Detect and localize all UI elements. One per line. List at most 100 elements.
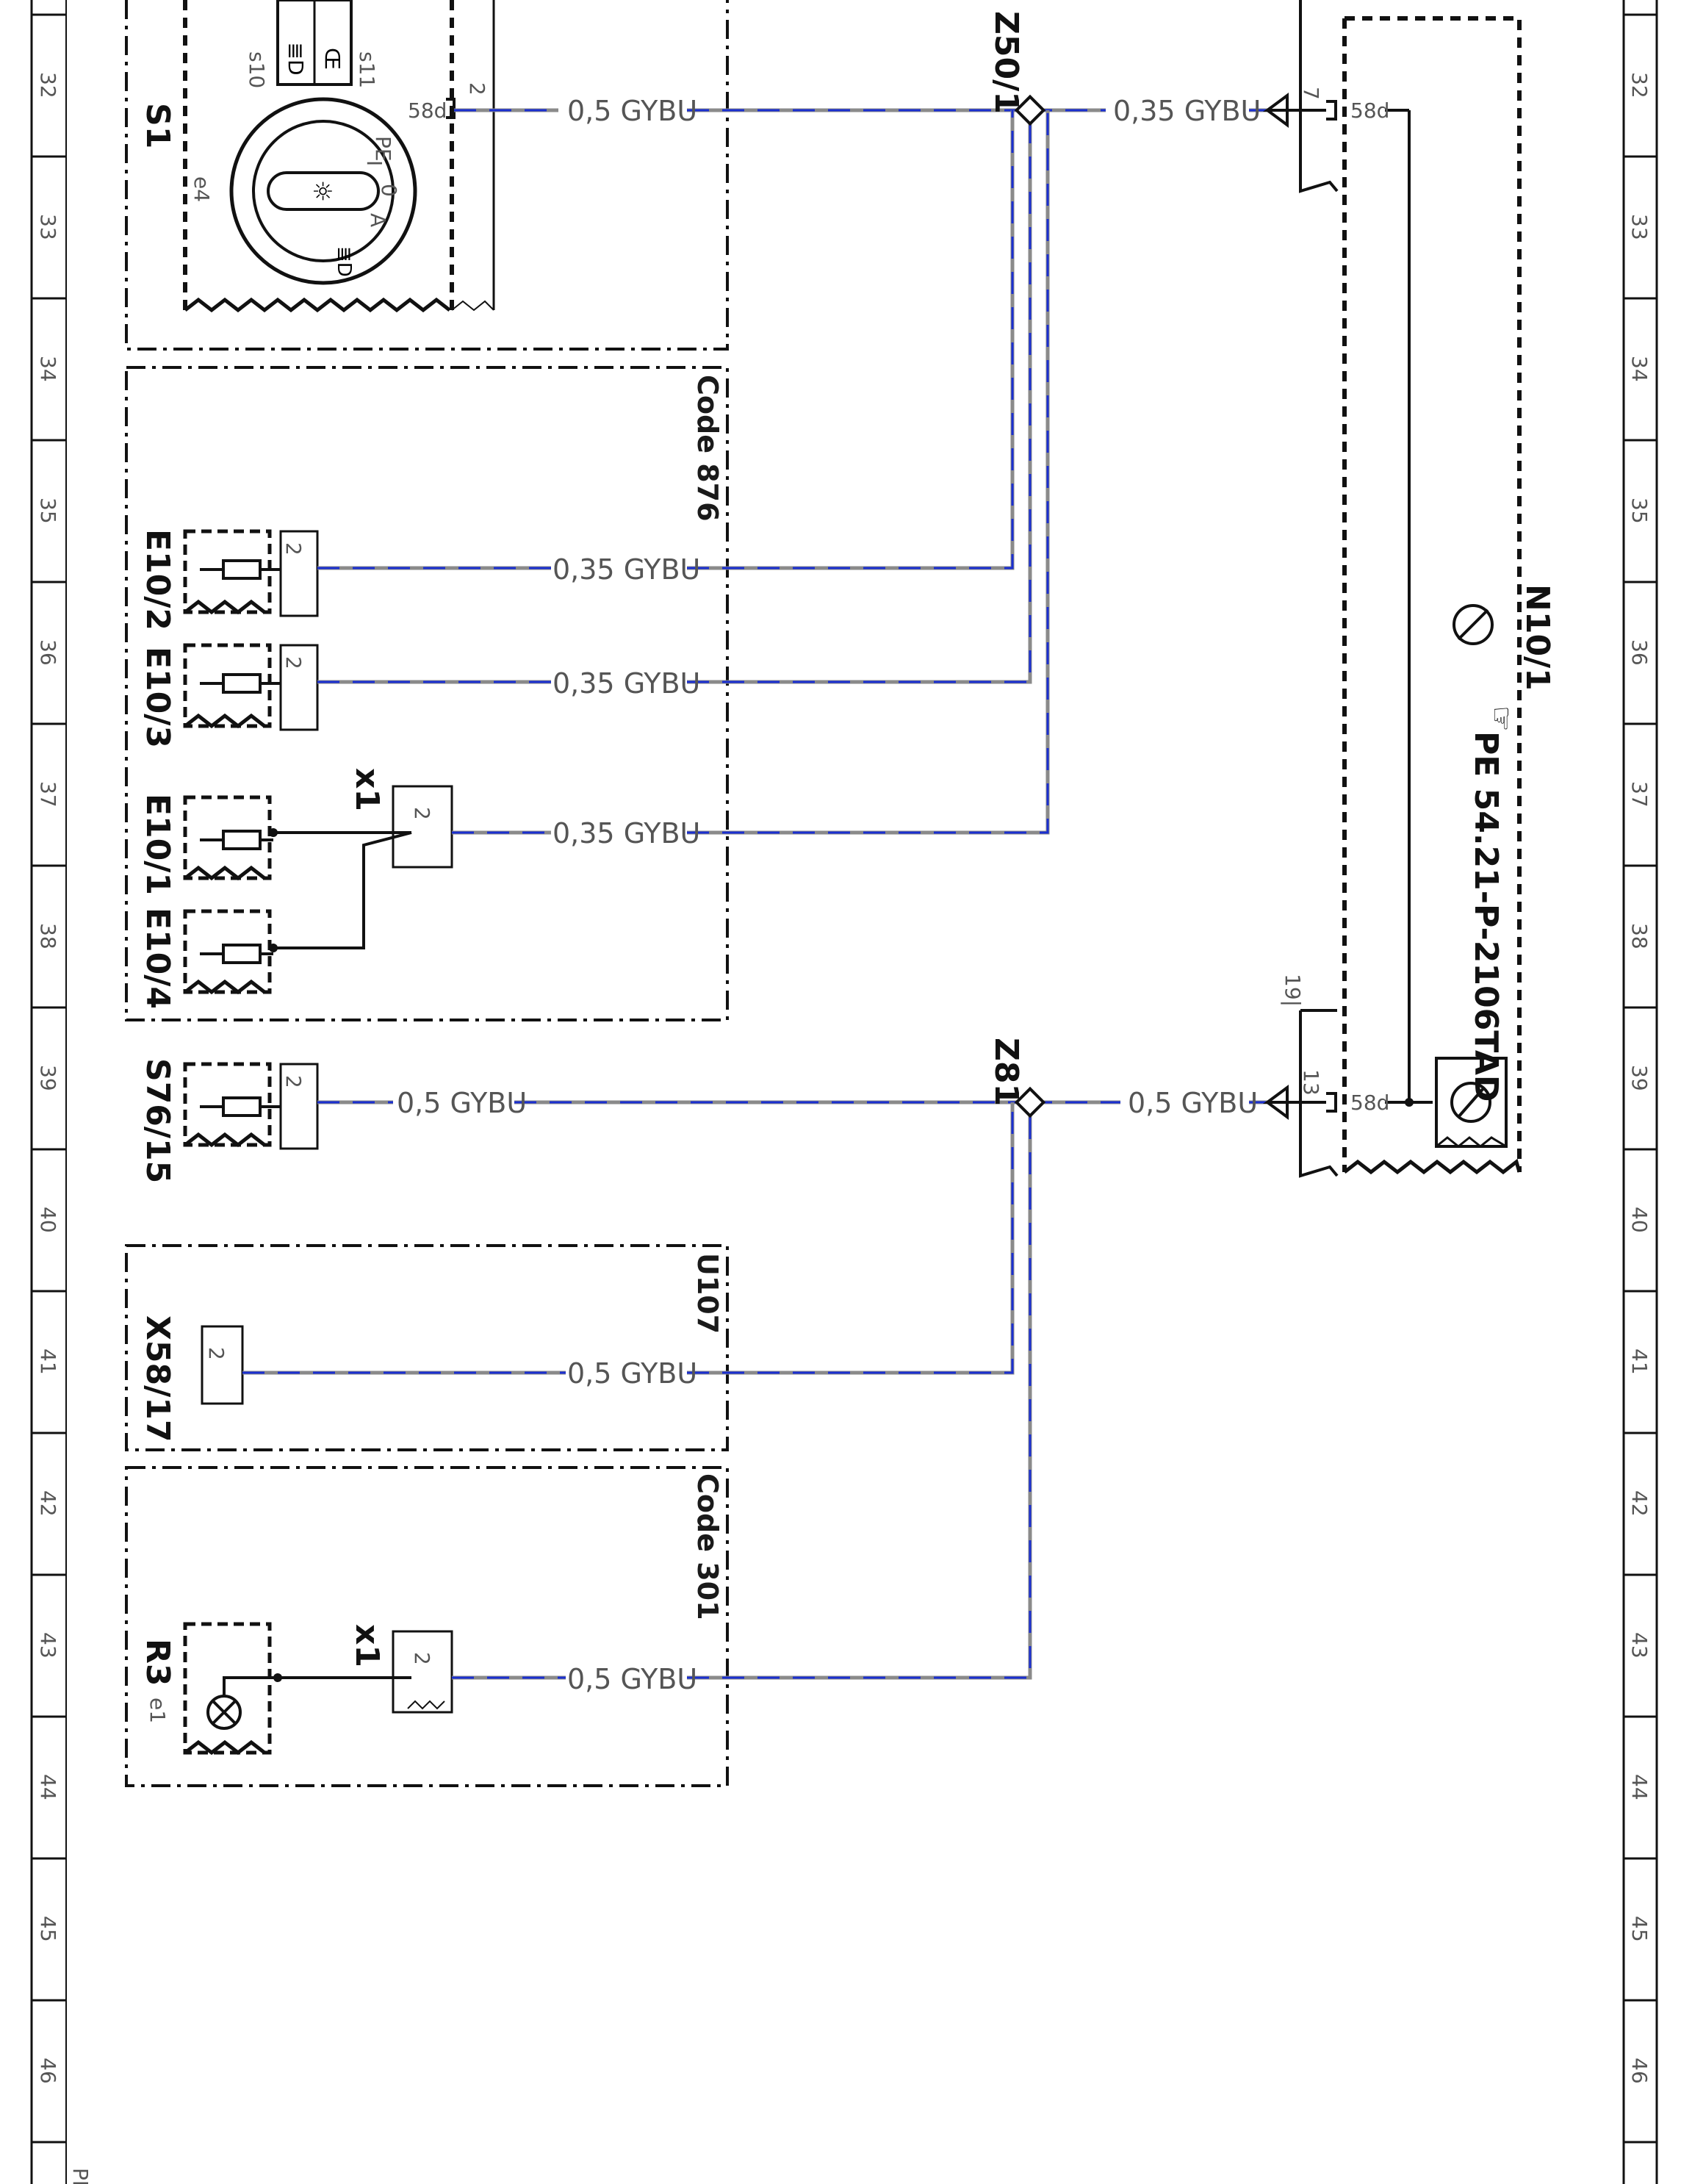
z81-splice — [1014, 1086, 1046, 1118]
code-876-label: Code 876 — [691, 375, 724, 522]
r3-label: R3 — [139, 1639, 176, 1687]
row-number: 35 — [1627, 497, 1652, 524]
wire-label-e10-3: 0,35 GYBU — [552, 667, 700, 700]
right-ruler — [1622, 0, 1658, 2184]
e10-2-label: E10/2 — [139, 529, 176, 631]
row-number: 42 — [1627, 1490, 1652, 1517]
left-ruler — [30, 0, 67, 2184]
s1-pin-2: 2 — [465, 82, 489, 96]
row-number: 43 — [1627, 1632, 1652, 1659]
wire-color-stripe — [317, 110, 1014, 570]
row-number: 39 — [1627, 1065, 1652, 1091]
n10-pin-19: 19| — [1281, 974, 1305, 1007]
r3-sub-label: e1 — [145, 1698, 170, 1723]
switch-pos-0: 0 — [377, 184, 401, 197]
fog-rear-icon: Œ — [320, 48, 345, 70]
transistor-icon-upper — [1453, 604, 1494, 645]
wire — [317, 110, 1015, 570]
wire-label-e10-2: 0,35 GYBU — [552, 553, 700, 586]
wire-label-s76: 0,5 GYBU — [397, 1087, 527, 1119]
row-number: 36 — [1627, 639, 1652, 666]
e10-2-lamp-unit — [183, 529, 281, 615]
wire-labels: 0,5 GYBU 0,35 GYBU 0,35 GYBU 0,35 GYBU 0… — [397, 95, 1261, 1695]
n10-term-13: 58d — [1350, 1091, 1389, 1115]
e10-1-e10-4-bridge — [273, 831, 412, 949]
x58-pin: 2 — [204, 1347, 228, 1360]
row-number: 41 — [1627, 1348, 1652, 1375]
fog-front-icon: ≣D — [284, 42, 308, 75]
row-number: 44 — [1627, 1774, 1652, 1800]
row-number: 41 — [36, 1348, 60, 1375]
row-number: 32 — [1627, 72, 1652, 98]
x1-bottom-pin: 2 — [410, 1652, 434, 1665]
transistor-icon-lower — [1435, 1057, 1508, 1148]
row-number: 42 — [36, 1490, 60, 1517]
e10-4-lamp-unit — [183, 909, 273, 995]
code-301-label: Code 301 — [691, 1473, 724, 1620]
row-number: 40 — [36, 1207, 60, 1233]
wire-label-n10-top: 0,35 GYBU — [1113, 95, 1261, 127]
e10-1-label: E10/1 — [139, 794, 176, 895]
hand-pointer-icon: ☞ — [1484, 705, 1518, 732]
row-number: 40 — [1627, 1207, 1652, 1233]
s1-sub-s10: s10 — [245, 51, 269, 88]
s1-label: S1 — [139, 103, 176, 148]
connector-boxes — [201, 530, 453, 1714]
group-frames — [125, 0, 729, 1787]
x1-bottom-label: x1 — [348, 1624, 386, 1667]
x1-bottom-zig — [407, 1700, 445, 1710]
row-number: 44 — [36, 1774, 60, 1800]
e10-4-label: E10/4 — [139, 908, 176, 1009]
wire — [317, 110, 1032, 684]
row-number: 39 — [36, 1065, 60, 1091]
row-number: 32 — [36, 72, 60, 98]
e10-3-pin: 2 — [281, 656, 306, 669]
wire-label-r3: 0,5 GYBU — [567, 1663, 697, 1695]
e10-1-lamp-unit — [183, 795, 273, 881]
e10-3-lamp-unit — [183, 643, 281, 729]
z50-1-splice — [1014, 94, 1046, 126]
s1-sun-icon: ☼ — [307, 180, 336, 202]
row-number: 34 — [1627, 356, 1652, 382]
e10-3-label: E10/3 — [139, 647, 176, 748]
n10-pin-13: 13 — [1299, 1069, 1323, 1096]
n10-1-label: N10/1 — [1519, 584, 1556, 691]
switch-pos-lamp: I — [362, 160, 386, 166]
wire-label-x58: 0,5 GYBU — [567, 1357, 697, 1390]
s1-sub-e4: e4 — [190, 176, 214, 202]
row-number: 33 — [1627, 214, 1652, 240]
row-number: 46 — [1627, 2058, 1652, 2084]
wire-color-stripe — [242, 1102, 1014, 1374]
row-number: 37 — [1627, 781, 1652, 808]
n10-pin-7: 7 — [1299, 87, 1323, 100]
s76-15-lamp-unit — [183, 1062, 281, 1148]
wire-label-e10-1: 0,35 GYBU — [552, 817, 700, 849]
n10-term-7: 58d — [1350, 98, 1389, 123]
row-number: 35 — [36, 497, 60, 524]
row-number: 34 — [36, 356, 60, 382]
switch-pos-A: A — [366, 213, 390, 227]
wire — [452, 110, 1050, 835]
x1-top-label: x1 — [348, 768, 386, 811]
wire-layer — [242, 108, 1267, 1680]
z81-label: Z81 — [987, 1038, 1025, 1106]
pe-ref-label: PE 54.21-P-2106TAD — [1467, 731, 1505, 1102]
wire — [452, 1102, 1032, 1680]
x1-top-pin: 2 — [410, 807, 434, 820]
row-number: 38 — [36, 923, 60, 949]
s76-15-label: S76/15 — [139, 1058, 176, 1183]
n10-1-frame — [1342, 16, 1522, 1172]
wire-color-stripe — [317, 110, 1032, 683]
x58-17-label: X58/17 — [139, 1315, 176, 1442]
wire — [242, 1102, 1015, 1375]
wire-color-stripe — [452, 110, 1049, 834]
switch-pos-park: PE — [371, 136, 395, 162]
row-number: 37 — [36, 781, 60, 808]
row-number: 43 — [36, 1632, 60, 1659]
wire-label-s1: 0,5 GYBU — [567, 95, 697, 127]
wire-label-n10-bottom: 0,5 GYBU — [1128, 1087, 1258, 1119]
low-beam-icon: ≣D — [333, 246, 355, 277]
